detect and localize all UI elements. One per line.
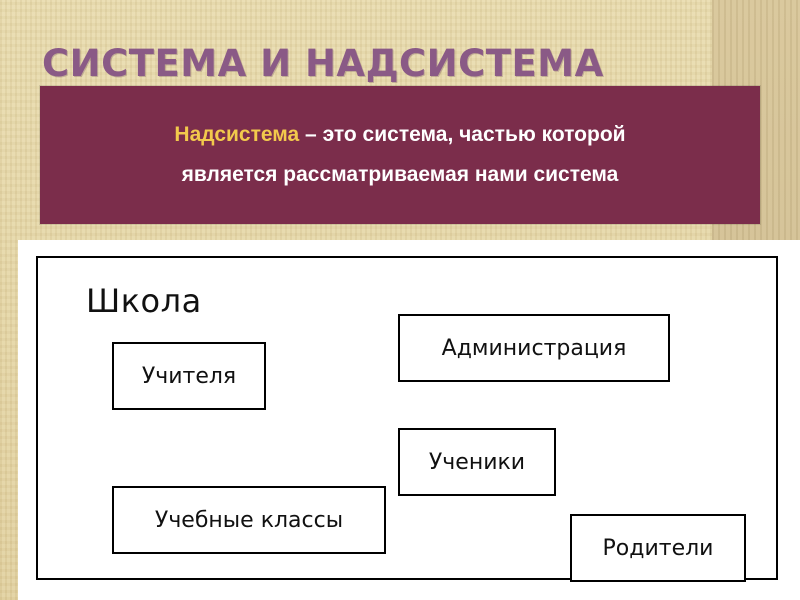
definition-line-1: Надсистема – это система, частью которой xyxy=(174,115,625,155)
definition-term: Надсистема xyxy=(174,123,300,146)
node-teachers: Учителя xyxy=(112,342,266,410)
node-classrooms: Учебные классы xyxy=(112,486,386,554)
definition-line-2: является рассматриваемая нами система xyxy=(181,163,619,186)
definition-box: Надсистема – это система, частью которой… xyxy=(40,86,760,224)
node-parents: Родители xyxy=(570,514,746,582)
node-administration: Администрация xyxy=(398,314,670,382)
school-label: Школа xyxy=(86,282,202,320)
slide-title: СИСТЕМА И НАДСИСТЕМА xyxy=(42,42,604,85)
node-students: Ученики xyxy=(398,428,556,496)
school-container: Школа Учителя Администрация Ученики Учеб… xyxy=(36,256,778,582)
definition-line-1-text: – это система, частью которой xyxy=(299,123,626,146)
diagram-panel: Школа Учителя Администрация Ученики Учеб… xyxy=(18,240,800,600)
